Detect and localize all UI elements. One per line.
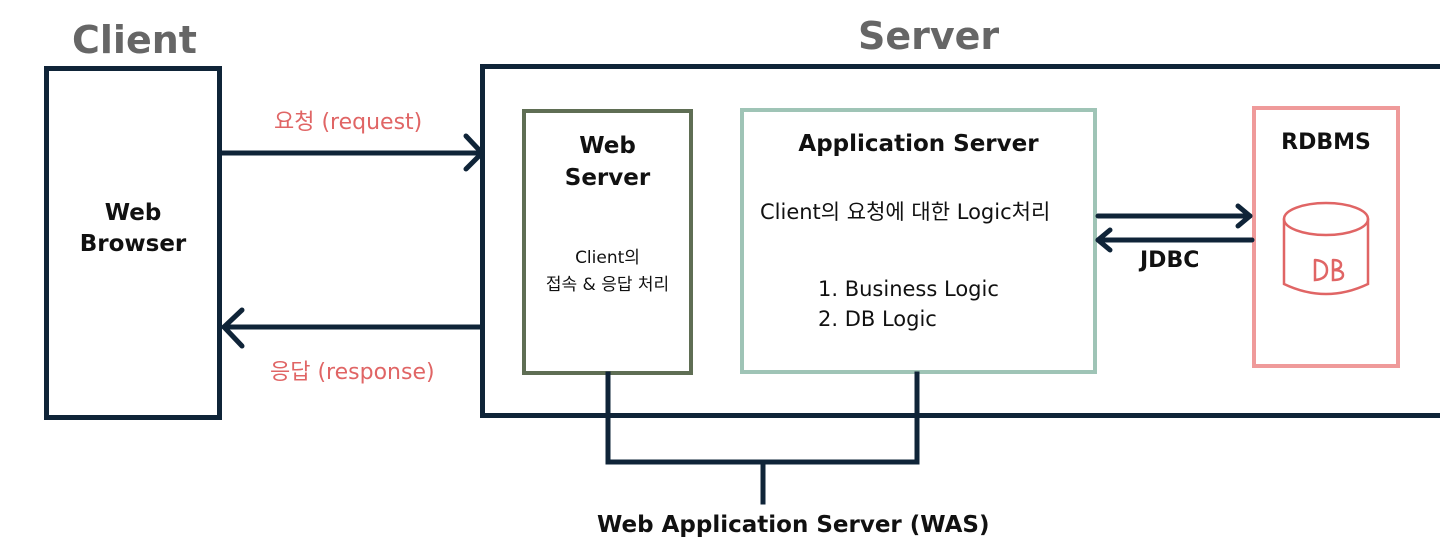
application-server-title: Application Server <box>798 131 1039 157</box>
web-server-desc-line1: Client의 <box>575 248 640 268</box>
jdbc-label: JDBC <box>1140 248 1200 273</box>
server-heading: Server <box>858 14 1000 58</box>
rdbms-box <box>1252 106 1400 368</box>
request-arrow <box>219 133 485 172</box>
web-server-title-line2: Server <box>564 165 651 191</box>
server-container <box>480 64 1440 418</box>
web-browser-label: Web Browser <box>44 198 222 260</box>
client-heading: Client <box>72 18 197 62</box>
web-browser-label-line2: Browser <box>79 231 187 257</box>
rdbms-title: RDBMS <box>1281 130 1371 155</box>
jdbc-left-arrow <box>1095 227 1255 253</box>
web-server-title-line1: Web <box>579 133 636 159</box>
db-logic-item: 2. DB Logic <box>818 307 937 331</box>
response-label: 응답 (response) <box>270 360 435 385</box>
client-box <box>44 66 222 420</box>
was-bracket <box>605 371 920 505</box>
response-arrow <box>221 307 483 349</box>
request-label: 요청 (request) <box>274 110 423 135</box>
application-server-logic-list: 1. Business Logic 2. DB Logic <box>818 274 999 334</box>
web-server-title: Web Server <box>522 130 693 194</box>
web-browser-label-line1: Web <box>104 200 162 226</box>
business-logic-item: 1. Business Logic <box>818 277 999 301</box>
jdbc-right-arrow <box>1095 203 1253 229</box>
web-server-desc-line2: 접속 & 응답 처리 <box>545 275 670 295</box>
web-server-desc: Client의 접속 & 응답 처리 <box>522 245 693 299</box>
database-icon <box>1282 201 1370 296</box>
was-label: Web Application Server (WAS) <box>597 512 990 538</box>
application-server-desc: Client의 요청에 대한 Logic처리 <box>760 200 1051 224</box>
